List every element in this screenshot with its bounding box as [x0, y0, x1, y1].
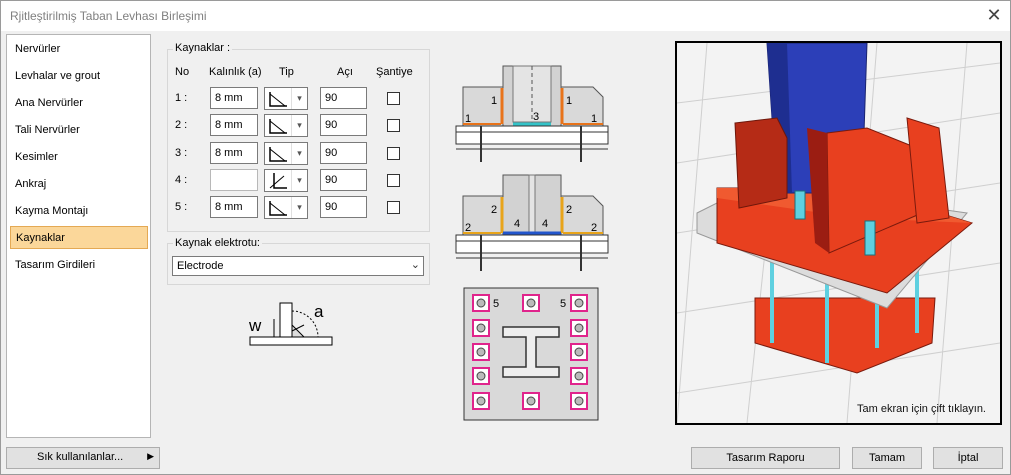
diagram-label: 4: [514, 218, 520, 230]
weld-row-no: 1 :: [175, 92, 188, 104]
chevron-down-icon: ▾: [291, 143, 307, 164]
weld-1-angle-field[interactable]: 90: [320, 87, 367, 109]
weld-symbol-w: w: [248, 316, 262, 335]
weld-4-thickness-field[interactable]: [210, 169, 258, 191]
weld-row-no: 3 :: [175, 147, 188, 159]
close-icon[interactable]: ✕: [986, 5, 1002, 25]
sidebar-item-kayma-montaji[interactable]: Kayma Montajı: [15, 205, 89, 217]
chevron-down-icon: ▾: [291, 115, 307, 136]
chevron-down-icon: ▾: [291, 197, 307, 218]
sidebar-item-tasarim-girdileri[interactable]: Tasarım Girdileri: [15, 259, 96, 271]
electrode-group-title: Kaynak elektrotu:: [173, 237, 262, 249]
favorites-label: Sık kullanılanlar...: [37, 451, 124, 463]
weld-symbol-a: a: [314, 302, 324, 321]
design-report-button[interactable]: Tasarım Raporu: [691, 447, 840, 469]
weld-row-no: 2 :: [175, 119, 188, 131]
weld-3-thickness-field[interactable]: 8 mm: [210, 142, 258, 164]
diagram-label: 3: [533, 111, 539, 123]
weld-plan-diagram: 5 5: [463, 287, 599, 421]
bevel-weld-icon: [269, 173, 287, 189]
diagram-label: 2: [491, 204, 497, 216]
header-site: Şantiye: [376, 66, 413, 78]
sidebar-item-nervurler[interactable]: Nervürler: [15, 43, 61, 55]
diagram-label: 1: [566, 95, 572, 107]
weld-2-site-checkbox[interactable]: [387, 119, 400, 132]
weld-section-diagram-2: 2 4 4 2 2 2: [455, 174, 609, 271]
3d-model-render: [677, 43, 1000, 423]
weld-1-type-select[interactable]: ▾: [264, 87, 308, 110]
diagram-label: 4: [542, 218, 548, 230]
weld-1-site-checkbox[interactable]: [387, 92, 400, 105]
sidebar-item-kesimler[interactable]: Kesimler: [15, 151, 58, 163]
window-title: Rjitleştirilmiş Taban Levhası Birleşimi: [10, 9, 207, 23]
weld-5-type-select[interactable]: ▾: [264, 196, 308, 219]
weld-size-diagram: w a: [248, 302, 333, 346]
favorites-button[interactable]: Sık kullanılanlar... ▶: [6, 447, 160, 469]
weld-5-angle-field[interactable]: 90: [320, 196, 367, 218]
welds-group: [167, 49, 430, 232]
fillet-weld-icon: [269, 201, 287, 216]
welds-group-title: Kaynaklar :: [173, 42, 233, 54]
diagram-label: 5: [560, 298, 566, 310]
sidebar-item-ankraj[interactable]: Ankraj: [15, 178, 47, 190]
diagram-label: 1: [491, 95, 497, 107]
weld-5-site-checkbox[interactable]: [387, 201, 400, 214]
fillet-weld-icon: [269, 92, 287, 107]
weld-4-angle-field[interactable]: 90: [320, 169, 367, 191]
chevron-down-icon: ▾: [291, 170, 307, 191]
header-angle: Açı: [337, 66, 353, 78]
ok-button[interactable]: Tamam: [852, 447, 922, 469]
diagram-label: 2: [465, 222, 471, 234]
chevron-down-icon: ⌄: [410, 259, 420, 271]
diagram-label: 1: [591, 113, 597, 125]
weld-3-site-checkbox[interactable]: [387, 147, 400, 160]
electrode-select[interactable]: Electrode ⌄: [172, 256, 424, 276]
header-type: Tip: [279, 66, 294, 78]
weld-3-type-select[interactable]: ▾: [264, 142, 308, 165]
weld-5-thickness-field[interactable]: 8 mm: [210, 196, 258, 218]
diagram-label: 1: [465, 113, 471, 125]
fullscreen-hint: Tam ekran için çift tıklayın.: [857, 403, 986, 415]
weld-1-thickness-field[interactable]: 8 mm: [210, 87, 258, 109]
sidebar-item-kaynaklar[interactable]: Kaynaklar: [10, 226, 148, 249]
header-thickness: Kalınlık (a): [209, 66, 262, 78]
weld-2-thickness-field[interactable]: 8 mm: [210, 114, 258, 136]
diagram-label: 2: [591, 222, 597, 234]
electrode-value: Electrode: [177, 260, 224, 272]
weld-4-type-select[interactable]: ▾: [264, 169, 308, 192]
weld-4-site-checkbox[interactable]: [387, 174, 400, 187]
sidebar: Nervürler Levhalar ve grout Ana Nervürle…: [6, 34, 151, 438]
weld-2-type-select[interactable]: ▾: [264, 114, 308, 137]
chevron-down-icon: ▾: [291, 88, 307, 109]
sidebar-item-tali-nervurler[interactable]: Tali Nervürler: [15, 124, 80, 136]
electrode-group: [167, 243, 430, 285]
3d-view[interactable]: Tam ekran için çift tıklayın.: [675, 41, 1002, 425]
weld-section-diagram-1: 1 3 1 1 1: [455, 65, 609, 162]
weld-row-no: 5 :: [175, 201, 188, 213]
weld-2-angle-field[interactable]: 90: [320, 114, 367, 136]
title-bar: Rjitleştirilmiş Taban Levhası Birleşimi …: [1, 1, 1010, 31]
weld-3-angle-field[interactable]: 90: [320, 142, 367, 164]
diagram-label: 5: [493, 298, 499, 310]
chevron-right-icon: ▶: [147, 451, 154, 461]
diagram-label: 2: [566, 204, 572, 216]
fillet-weld-icon: [269, 147, 287, 162]
fillet-weld-icon: [269, 119, 287, 134]
cancel-button[interactable]: İptal: [933, 447, 1003, 469]
header-no: No: [175, 66, 190, 78]
sidebar-item-levhalar-ve-grout[interactable]: Levhalar ve grout: [15, 70, 100, 82]
sidebar-item-ana-nervurler[interactable]: Ana Nervürler: [15, 97, 83, 109]
weld-row-no: 4 :: [175, 174, 188, 186]
